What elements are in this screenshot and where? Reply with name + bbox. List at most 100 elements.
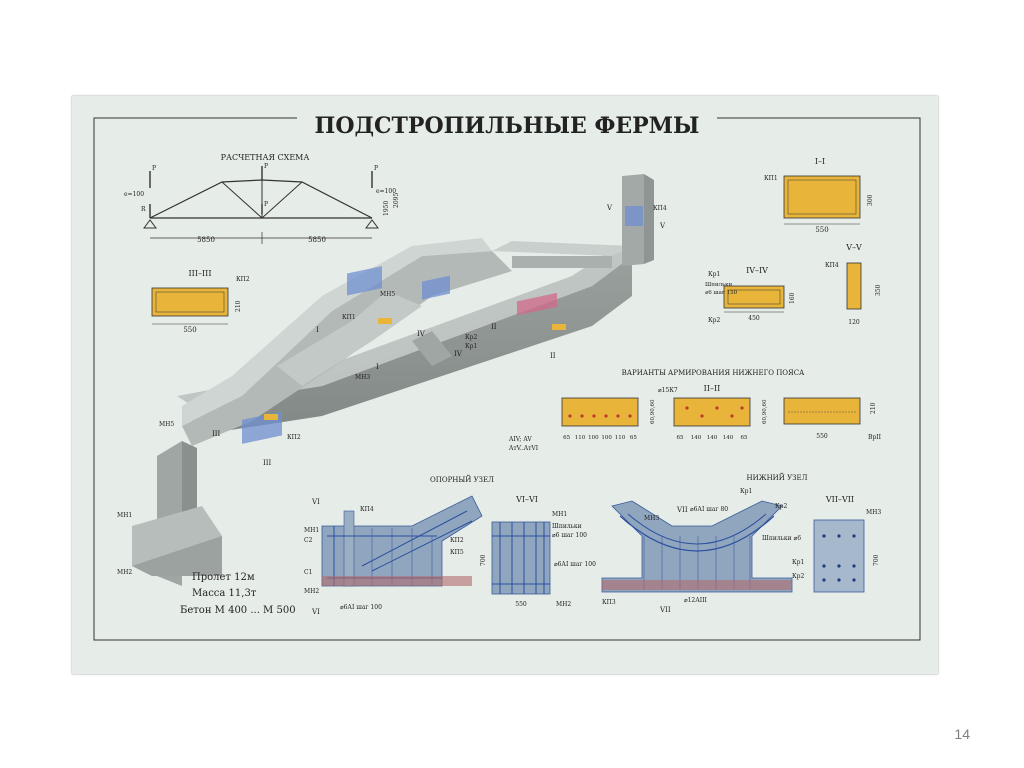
- bottom-pins: Шпильки ⌀6: [762, 535, 801, 542]
- label-kp1-mid: Кр1: [465, 343, 477, 350]
- section-iv-note1: Шпильки: [705, 282, 733, 288]
- label-kp4-top: КП4: [653, 205, 667, 212]
- label-ii-bottom: II: [550, 352, 556, 360]
- bottom-label-1: МН3: [644, 515, 659, 522]
- section-v: V–V КП4 350 120: [825, 243, 882, 326]
- truss-3d-model: МН5 КП1 КП4 V V I I IV IV II II Кр2 Кр1 …: [117, 174, 667, 586]
- reinforcement-variants: ВАРИАНТЫ АРМИРОВАНИЯ НИЖНЕГО ПОЯСА II–II…: [508, 369, 882, 452]
- label-mn5-top: МН5: [380, 291, 395, 298]
- span-right-label: 5850: [308, 236, 326, 244]
- support-section-title: VI–VI: [515, 495, 538, 504]
- poster-drawing: ПОДСТРОПИЛЬНЫЕ ФЕРМЫ РАСЧЕТНАЯ СХЕМА P P…: [93, 100, 925, 641]
- section-v-tag: КП4: [825, 262, 839, 269]
- support-label-7: КП2: [450, 537, 464, 544]
- section-v-width: 120: [848, 319, 860, 326]
- reinforcement-bar-note: ⌀15К7: [658, 387, 678, 394]
- section-iv: IV–IV Кр1 Шпильки ⌀6 шаг 150 Кр2 160 450: [705, 266, 796, 324]
- spacing-a-1: 110: [575, 435, 586, 441]
- label-i-bottom: I: [376, 363, 379, 371]
- poster-title: ПОДСТРОПИЛЬНЫЕ ФЕРМЫ: [315, 113, 700, 139]
- support-label-4: МН2: [304, 588, 319, 595]
- bottom-label-3: VII: [659, 606, 671, 614]
- slide-page-number: 14: [954, 726, 970, 742]
- design-scheme: РАСЧЕТНАЯ СХЕМА P P P P R e=100 e=100 19…: [124, 153, 400, 244]
- span-left-label: 5850: [197, 236, 215, 244]
- section-v-height: 350: [875, 284, 882, 296]
- variant-b-dims: 60,90,60: [762, 399, 768, 424]
- spacing-b-1: 140: [691, 435, 702, 441]
- section-iv-title: IV–IV: [746, 266, 768, 275]
- section-iv-tag1: Кр1: [708, 271, 720, 278]
- bottom-label-7: Кр2: [792, 573, 804, 580]
- spacing-b-2: 140: [707, 435, 718, 441]
- load-left-label: P: [152, 165, 156, 172]
- label-v-right: V: [659, 222, 666, 230]
- bottom-node: НИЖНИЙ УЗЕЛ VII МН3 КП3 VII Кр1 Кр2 Кр1 …: [601, 473, 881, 614]
- label-kp2-low: КП2: [287, 434, 301, 441]
- load-bottom-label: P: [264, 201, 268, 208]
- section-iii-height: 210: [235, 300, 242, 312]
- label-v-left: V: [606, 204, 613, 212]
- bottom-label-2: КП3: [602, 599, 616, 606]
- support-label-0: VI: [311, 498, 320, 506]
- reinforcement-zone-i: [347, 266, 382, 296]
- bottom-label-0: VII: [676, 506, 688, 514]
- section-iii-title: III–III: [189, 269, 212, 278]
- label-mn1: МН1: [117, 512, 132, 519]
- support-left-label: R: [141, 206, 146, 213]
- scheme-title: РАСЧЕТНАЯ СХЕМА: [221, 153, 310, 162]
- support-node: ОПОРНЫЙ УЗЕЛ VI МН1 С2 С1 МН2 VI КП4 КП2…: [304, 475, 596, 616]
- support-label-2: С2: [304, 537, 313, 544]
- support-sec-note1: Шпильки: [552, 523, 582, 530]
- support-sec-mn2: МН2: [556, 601, 571, 608]
- support-label-1: МН1: [304, 527, 319, 534]
- support-label-5: VI: [311, 608, 320, 616]
- plate-ii: [552, 324, 566, 330]
- spacing-b-4: 65: [741, 435, 748, 441]
- label-i-top: I: [316, 326, 319, 334]
- height-b-label: 2095: [393, 193, 400, 208]
- reinforcement-section-title: II–II: [704, 384, 721, 393]
- spacing-b-3: 140: [723, 435, 734, 441]
- section-i-tag: КП1: [764, 175, 778, 182]
- support-node-title: ОПОРНЫЙ УЗЕЛ: [430, 475, 494, 484]
- bottom-label-4: Кр1: [740, 488, 752, 495]
- section-i-height: 300: [867, 194, 874, 206]
- bottom-node-title: НИЖНИЙ УЗЕЛ: [747, 473, 808, 482]
- bottom-label-6: Кр1: [792, 559, 804, 566]
- variant-a-section: [561, 397, 639, 427]
- variant-c-height: 210: [870, 402, 877, 414]
- specs-block: Пролет 12м Масса 11,3т Бетон М 400 ... М…: [180, 572, 296, 616]
- load-right-label: P: [374, 165, 378, 172]
- section-v-title: V–V: [845, 243, 862, 252]
- support-sec-stirrups: ⌀6АI шаг 100: [554, 561, 596, 568]
- offset-left-label: e=100: [124, 191, 144, 198]
- spacing-b-0: 65: [677, 435, 684, 441]
- variant-b-section: [673, 397, 751, 427]
- label-iv-top: IV: [417, 330, 426, 338]
- label-mn5-low: МН5: [159, 421, 174, 428]
- section-i-title: I–I: [815, 157, 825, 166]
- support-stirrups: ⌀6АI шаг 100: [340, 604, 382, 611]
- section-iv-height: 160: [789, 292, 796, 304]
- spacing-a-5: 65: [630, 435, 637, 441]
- spacing-a-2: 100: [588, 435, 599, 441]
- reinforcement-zone-v: [625, 206, 643, 226]
- plate-iii: [264, 414, 278, 420]
- section-iv-width: 450: [748, 315, 760, 322]
- label-mn2: МН2: [117, 569, 132, 576]
- title-backdrop: [297, 110, 717, 140]
- spec-span: Пролет 12м: [192, 572, 255, 583]
- label-iv-bottom: IV: [454, 350, 463, 358]
- section-iv-tag2: Кр2: [708, 317, 720, 324]
- variant-a-dims: 60,90,60: [650, 399, 656, 424]
- steel-b-label: AтV..AтVI: [508, 445, 539, 452]
- load-mid-label: P: [264, 163, 268, 170]
- support-sec-mn1: МН1: [552, 511, 567, 518]
- spec-mass: Масса 11,3т: [192, 588, 257, 599]
- label-kp1: КП1: [342, 314, 356, 321]
- corner-mark-box: [911, 100, 925, 112]
- offset-right-label: e=100: [376, 188, 396, 195]
- support-label-8: КП5: [450, 549, 464, 556]
